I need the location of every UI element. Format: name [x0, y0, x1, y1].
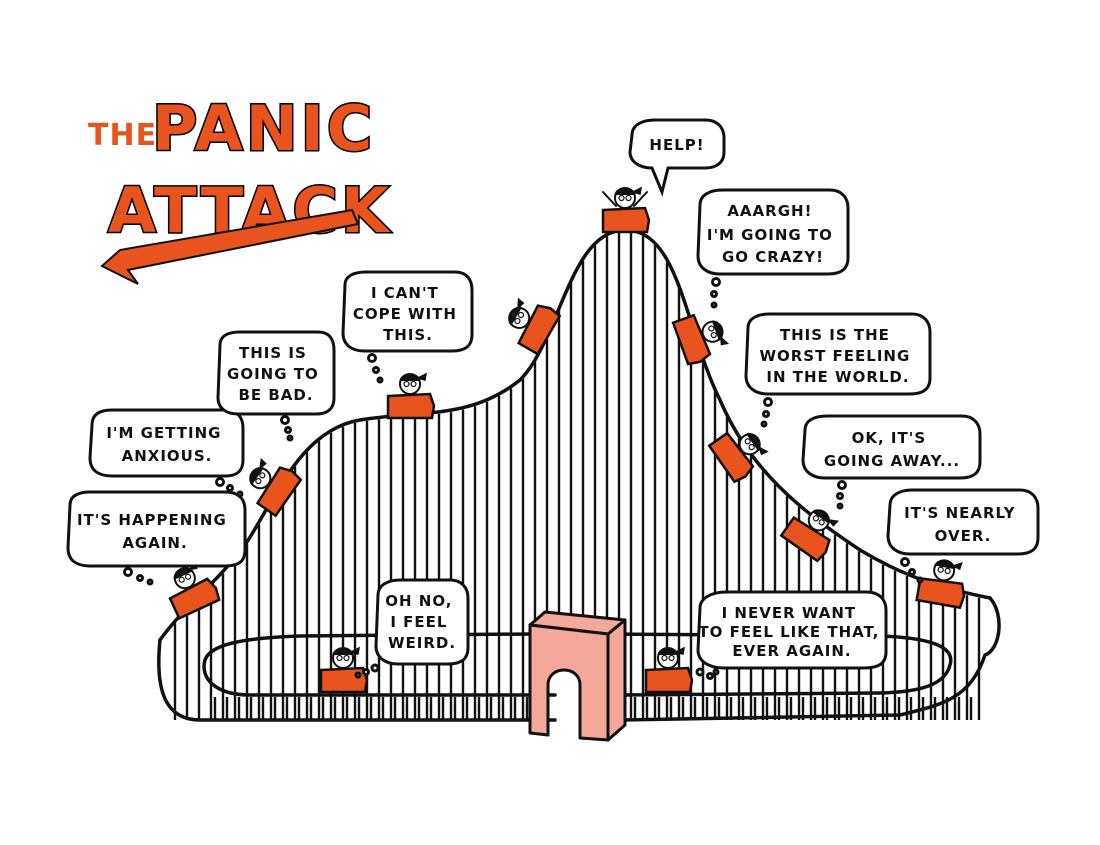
rider-glasses — [744, 438, 755, 451]
bubble-text-going-to-be-bad: THIS IS GOING TO BE BAD. — [227, 344, 325, 404]
bubble-text-getting-anxious: I'M GETTING ANXIOUS. — [106, 424, 227, 465]
coaster-car — [707, 431, 769, 484]
car-body — [319, 666, 369, 694]
car-body — [671, 313, 712, 366]
bubble-text-cant-cope: I CAN'T COPE WITH THIS. — [353, 284, 463, 344]
car-body — [601, 206, 651, 234]
car-body — [516, 304, 562, 356]
rider-glasses — [937, 566, 951, 575]
rider-glasses — [403, 380, 417, 388]
car-body — [386, 392, 436, 420]
gate-front — [528, 623, 610, 742]
coaster-car — [386, 372, 436, 420]
title-block: THE PANIC ATTACK — [88, 91, 392, 285]
title-banner-swoosh — [100, 208, 360, 285]
car-body — [168, 577, 221, 621]
rider-hair — [332, 646, 360, 656]
rider-glasses — [514, 311, 525, 325]
title-panic: PANIC — [152, 92, 375, 165]
bubble-cant-cope: I CAN'T COPE WITH THIS. — [341, 270, 474, 384]
rider-glasses — [255, 472, 266, 485]
rider-hair — [711, 320, 730, 346]
rider-hair — [399, 372, 427, 382]
bubble-text-worst-feeling: THIS IS THE WORST FEELING IN THE WORLD. — [759, 326, 916, 386]
rider-glasses — [618, 194, 632, 202]
bubble-text-going-away: OK, IT'S GOING AWAY... — [824, 429, 960, 470]
track-inner-oval — [202, 632, 953, 697]
rider-hair — [508, 297, 525, 326]
rider-hair — [746, 432, 769, 456]
rider-glasses — [178, 573, 192, 583]
bubble-getting-anxious: I'M GETTING ANXIOUS. — [88, 408, 245, 498]
bubble-nearly-over: IT'S NEARLY OVER. — [886, 488, 1040, 584]
coaster-car — [671, 313, 730, 366]
coaster-car — [644, 646, 694, 694]
rider-hair — [811, 509, 840, 527]
title-attack: ATTACK — [108, 174, 392, 247]
rider-hair — [249, 457, 267, 486]
bubble-text-help: HELP! — [649, 136, 704, 154]
coaster-car — [601, 186, 651, 234]
bubble-feel-weird: OH NO, I FEEL WEIRD. — [354, 578, 470, 679]
coaster-cars — [168, 186, 966, 694]
rider-glasses — [661, 654, 675, 662]
coaster-car — [508, 297, 562, 356]
coaster-car — [168, 560, 221, 621]
bubble-text-happening-again: IT'S HAPPENING AGAIN. — [77, 511, 233, 552]
bubble-text-never-again: I NEVER WANT TO FEEL LIKE THAT, EVER AGA… — [698, 604, 885, 660]
bubble-never-again: I NEVER WANT TO FEEL LIKE THAT, EVER AGA… — [695, 590, 888, 680]
rider-hair — [614, 186, 642, 196]
rider-glasses — [708, 325, 717, 339]
car-body — [779, 515, 831, 563]
bubble-text-going-crazy: AAARGH! I'M GOING TO GO CRAZY! — [707, 202, 839, 266]
coaster-car — [915, 559, 966, 610]
rider-glasses — [812, 515, 825, 526]
bubble-text-feel-weird: OH NO, I FEEL WEIRD. — [385, 592, 458, 652]
track-outer-loop — [157, 596, 1001, 722]
coaster-car — [319, 646, 369, 694]
tunnel-gate — [528, 610, 627, 742]
bubble-worst-feeling: THIS IS THE WORST FEELING IN THE WORLD. — [744, 312, 932, 428]
title-the: THE — [88, 118, 157, 153]
rider-arms-raised — [602, 191, 648, 207]
rider-hair — [657, 646, 685, 656]
bubble-going-crazy: AAARGH! I'M GOING TO GO CRAZY! — [696, 188, 850, 309]
car-body — [707, 431, 755, 484]
car-body — [915, 576, 966, 610]
car-body — [644, 666, 694, 694]
bubble-going-away: OK, IT'S GOING AWAY... — [801, 414, 982, 510]
rider-hair — [934, 559, 963, 571]
coaster-car — [249, 457, 303, 518]
rider-glasses — [336, 654, 350, 662]
gate-side — [606, 618, 627, 742]
car-body — [255, 466, 303, 518]
bubble-help: HELP! — [628, 118, 726, 197]
bubble-going-to-be-bad: THIS IS GOING TO BE BAD. — [216, 330, 336, 442]
bubble-happening-again: IT'S HAPPENING AGAIN. — [66, 490, 247, 586]
bubbles-layer: IT'S HAPPENING AGAIN. I'M GETTING ANXIOU… — [66, 118, 1040, 680]
coaster-car — [779, 509, 840, 563]
bubble-text-nearly-over: IT'S NEARLY OVER. — [904, 504, 1022, 545]
